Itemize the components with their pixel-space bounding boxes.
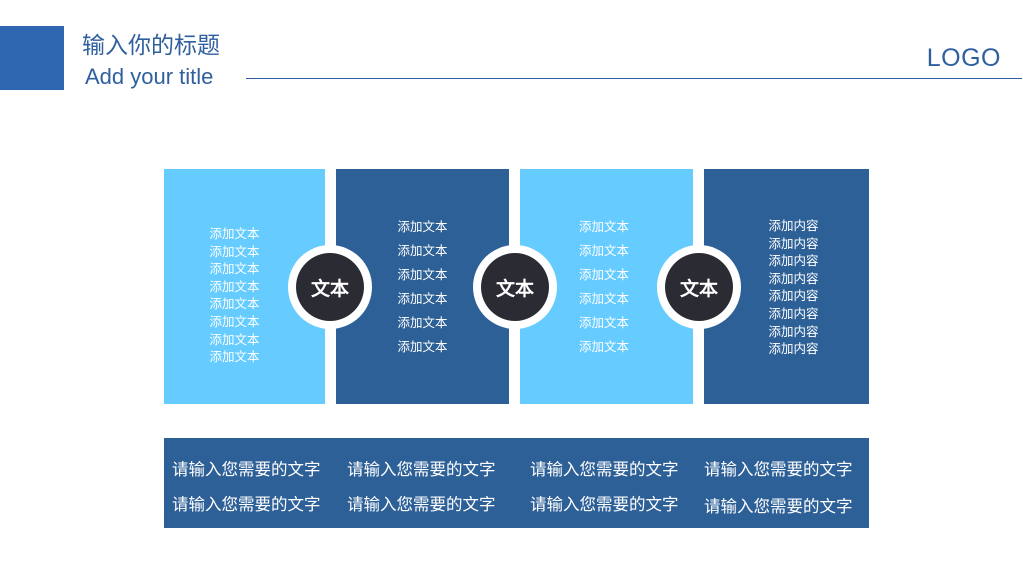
panel-line: 添加内容: [768, 235, 819, 251]
panel-line: 添加内容: [768, 270, 819, 286]
circle-label[interactable]: 文本: [665, 253, 733, 321]
panel-line: 添加文本: [209, 243, 260, 259]
panel-line: 添加文本: [578, 315, 629, 330]
panel-line: 添加文本: [209, 331, 260, 347]
bottom-text-cell[interactable]: 请输入您需要的文字: [704, 497, 853, 516]
panel-2-text[interactable]: 添加文本 添加文本 添加文本 添加文本 添加文本 添加文本: [336, 215, 509, 359]
circle-node-2: 文本: [473, 245, 557, 329]
panel-line: 添加内容: [768, 323, 819, 339]
bottom-text-box: 请输入您需要的文字 请输入您需要的文字 请输入您需要的文字 请输入您需要的文字 …: [164, 438, 869, 528]
bottom-text-cell[interactable]: 请输入您需要的文字: [347, 495, 496, 514]
circle-label[interactable]: 文本: [296, 253, 364, 321]
circle-node-1: 文本: [288, 245, 372, 329]
panel-line: 添加文本: [397, 315, 448, 330]
panel-line: 添加文本: [578, 291, 629, 306]
logo: LOGO: [926, 44, 1001, 72]
panel-line: 添加文本: [209, 349, 260, 365]
panel-1-text[interactable]: 添加文本 添加文本 添加文本 添加文本 添加文本 添加文本 添加文本 添加文本: [144, 225, 325, 366]
bottom-text-cell[interactable]: 请输入您需要的文字: [530, 460, 679, 479]
panel-line: 添加文本: [578, 339, 629, 354]
panel-4-text[interactable]: 添加内容 添加内容 添加内容 添加内容 添加内容 添加内容 添加内容 添加内容: [718, 217, 869, 358]
bottom-text-cell[interactable]: 请输入您需要的文字: [172, 460, 321, 479]
panel-line: 添加内容: [768, 218, 819, 233]
panel-line: 添加内容: [768, 341, 819, 357]
panel-line: 添加文本: [397, 243, 448, 258]
panel-line: 添加文本: [578, 243, 629, 258]
bottom-text-cell[interactable]: 请输入您需要的文字: [530, 495, 679, 514]
panel-line: 添加文本: [578, 267, 629, 282]
panel-line: 添加文本: [209, 296, 260, 312]
panel-line: 添加文本: [209, 226, 260, 241]
panel-3-text[interactable]: 添加文本 添加文本 添加文本 添加文本 添加文本 添加文本: [515, 215, 693, 359]
panel-line: 添加文本: [397, 219, 448, 234]
page-title[interactable]: 输入你的标题: [82, 33, 220, 59]
panel-line: 添加文本: [209, 261, 260, 277]
bottom-text-cell[interactable]: 请输入您需要的文字: [347, 460, 496, 479]
panel-3: 添加文本 添加文本 添加文本 添加文本 添加文本 添加文本: [520, 169, 693, 404]
panel-line: 添加内容: [768, 288, 819, 304]
panel-line: 添加内容: [768, 305, 819, 321]
bottom-text-cell[interactable]: 请输入您需要的文字: [172, 495, 321, 514]
panel-line: 添加文本: [578, 219, 629, 234]
panel-line: 添加文本: [397, 339, 448, 354]
panel-line: 添加内容: [768, 253, 819, 269]
circle-label[interactable]: 文本: [481, 253, 549, 321]
panel-line: 添加文本: [397, 291, 448, 306]
bottom-text-cell[interactable]: 请输入您需要的文字: [704, 460, 853, 479]
circle-node-3: 文本: [657, 245, 741, 329]
page-subtitle[interactable]: Add your title: [85, 64, 214, 89]
header-divider: [246, 78, 1022, 79]
panel-line: 添加文本: [209, 278, 260, 294]
panel-line: 添加文本: [397, 267, 448, 282]
panel-line: 添加文本: [209, 313, 260, 329]
corner-accent-square: [0, 26, 64, 90]
